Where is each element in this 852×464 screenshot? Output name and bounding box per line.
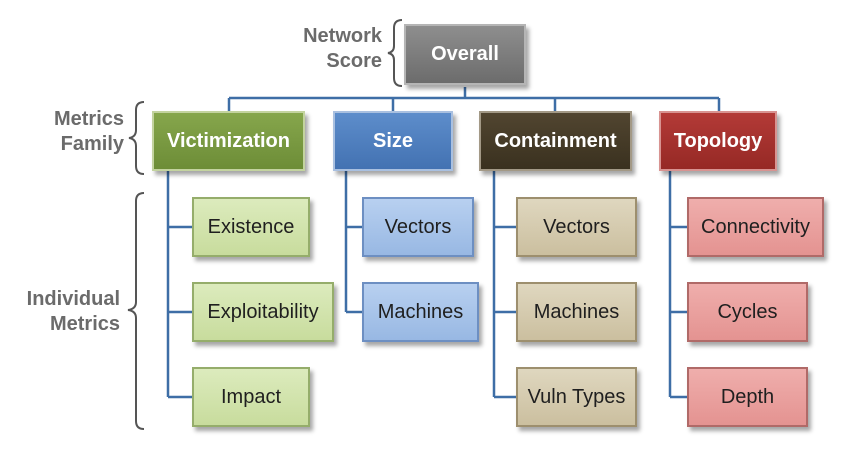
metric-label: Vectors [384,215,452,238]
metric-label: Vuln Types [527,385,626,408]
metric-node-impact: Impact [192,367,310,427]
overall-node-label: Overall [431,43,499,65]
metric-label: Connectivity [701,215,810,238]
metric-label: Impact [220,385,282,408]
metric-node-size-vectors: Vectors [362,197,474,257]
metric-label: Vectors [543,215,610,238]
metric-node-existence: Existence [192,197,310,257]
family-node-victimization: Victimization [152,111,305,171]
metric-node-exploitability: Exploitability [192,282,334,342]
individual-metrics-label-text: Individual Metrics [26,288,120,335]
metric-label: Cycles [717,300,778,323]
metric-label: Exploitability [207,300,319,323]
family-label: Size [372,129,414,152]
metric-label: Existence [207,215,295,238]
metric-node-vuln-types: Vuln Types [516,367,637,427]
metric-label: Machines [533,300,620,323]
metric-node-cycles: Cycles [687,282,808,342]
metric-node-depth: Depth [687,367,808,427]
family-node-size: Size [333,111,453,171]
family-label: Victimization [167,129,290,152]
overall-node: Overall [404,24,526,85]
family-label: Topology [673,129,763,152]
metrics-family-label: Metrics Family [20,107,124,157]
metric-node-size-machines: Machines [362,282,479,342]
individual-metrics-label: Individual Metrics [6,287,120,337]
family-label: Containment [494,129,617,152]
family-node-topology: Topology [659,111,777,171]
network-score-label: Network Score [270,24,382,74]
network-score-label-text: Network Score [303,25,382,72]
metric-node-containment-vectors: Vectors [516,197,637,257]
metric-label: Depth [720,385,775,408]
metrics-family-label-text: Metrics Family [53,108,124,155]
family-node-containment: Containment [479,111,632,171]
metric-node-containment-machines: Machines [516,282,637,342]
metric-node-connectivity: Connectivity [687,197,824,257]
metric-label: Machines [377,300,464,323]
